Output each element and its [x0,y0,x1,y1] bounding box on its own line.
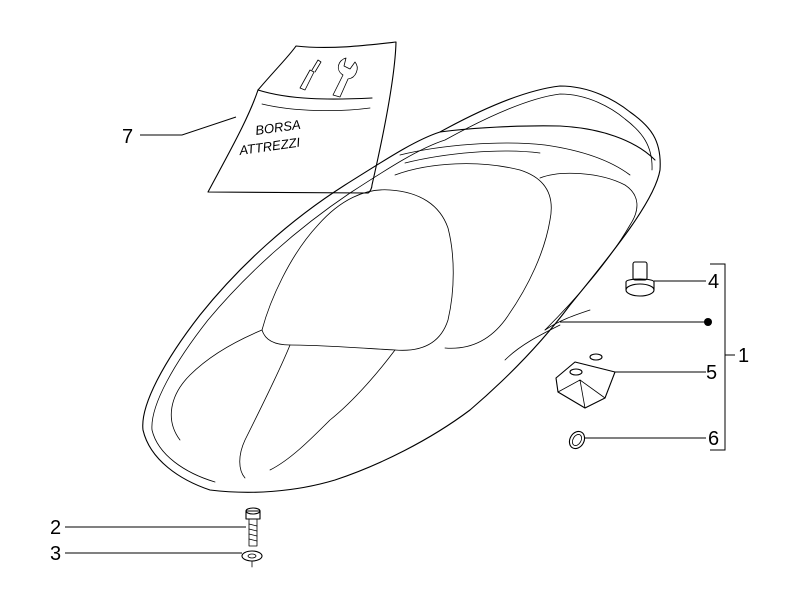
callout-5: 5 [706,362,717,384]
seat-drawing [142,85,661,493]
callout-1: 1 [738,345,749,367]
callout-3: 3 [50,543,61,565]
callout-6: 6 [708,428,719,450]
callout-4: 4 [708,271,719,293]
part-6-drawing [568,430,586,450]
bag-label-line2: ATTREZZI [237,135,301,159]
part-3-drawing [241,550,263,568]
bag-label-line1: BORSA [254,117,301,138]
part-5-drawing [555,353,616,409]
part-2-drawing [245,507,261,547]
leader-lines [65,116,735,554]
callout-2: 2 [50,517,61,539]
callout-7: 7 [122,126,133,148]
part-4-drawing [625,261,655,297]
